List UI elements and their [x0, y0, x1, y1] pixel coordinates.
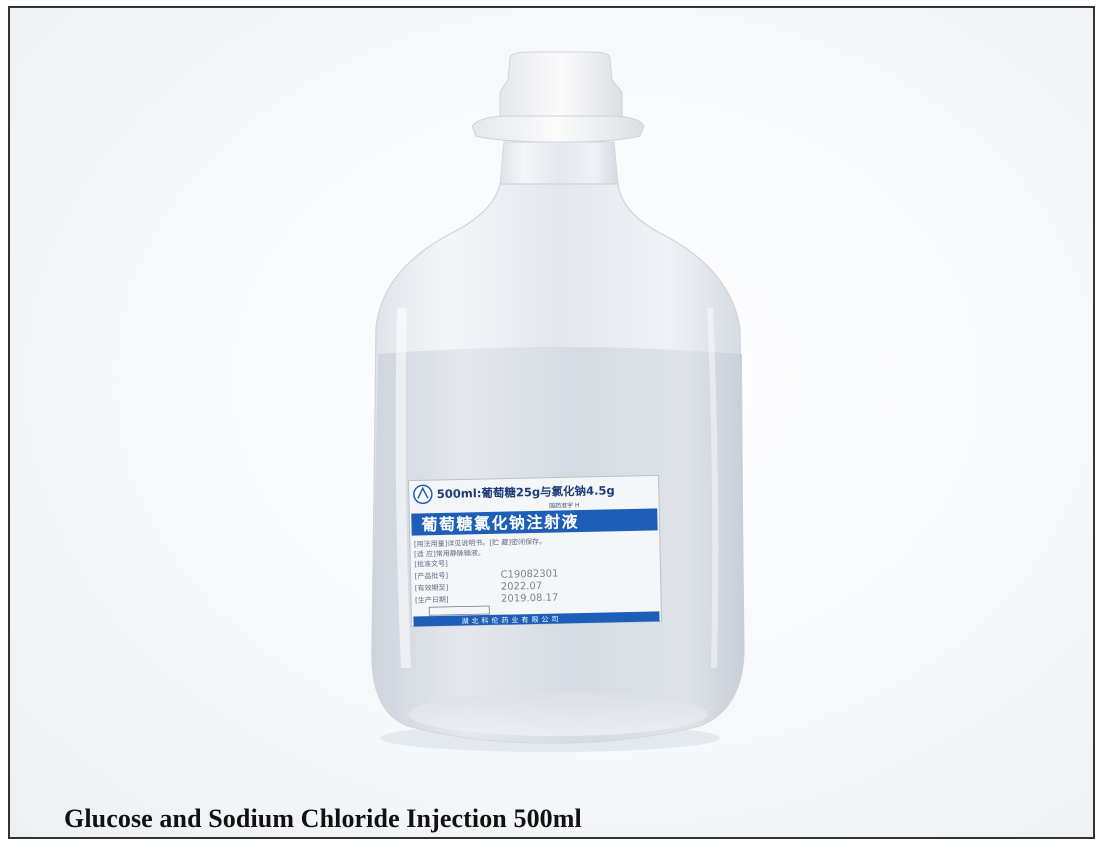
- label-product-name: 葡萄糖氯化钠注射液: [420, 512, 579, 534]
- label-date-label: [生产日期]: [415, 595, 449, 605]
- bottle-label: 500ml:葡萄糖25g与氯化钠4.5g 国药准字 H 葡萄糖氯化钠注射液 [用…: [408, 474, 663, 628]
- label-logo-mark: [417, 486, 429, 499]
- label-expiry-label: [有效期至]: [415, 583, 449, 593]
- label-date-value: 2019.08.17: [501, 593, 558, 605]
- label-body-line-3: [批准文号]: [414, 559, 448, 569]
- label-body-line-2: [适 应]常用静脉输液。: [414, 548, 485, 558]
- image-frame: 500ml:葡萄糖25g与氯化钠4.5g 国药准字 H 葡萄糖氯化钠注射液 [用…: [8, 6, 1095, 839]
- label-top-line: 500ml:葡萄糖25g与氯化钠4.5g: [437, 483, 615, 501]
- label-logo-icon: [413, 484, 433, 505]
- bottle-highlight-right: [707, 307, 719, 669]
- label-title-band: [411, 508, 658, 536]
- label-batch-value: C19082301: [500, 569, 558, 581]
- image-caption: Glucose and Sodium Chloride Injection 50…: [64, 804, 582, 833]
- label-bottom-text: 湖北科伦药业有限公司: [461, 614, 561, 625]
- label-stamp-box: [428, 605, 490, 616]
- label-expiry-value: 2022.07: [501, 581, 543, 593]
- bottle-highlight: [395, 307, 411, 669]
- label-body-line-1: [用法用量]详见说明书。[贮 藏]密闭保存。: [414, 537, 546, 549]
- label-bottom-strip: [413, 611, 660, 627]
- bottle-cap-flange: [471, 115, 645, 143]
- label-small-line: 国药准字 H: [549, 501, 580, 510]
- bottle-cap: [499, 51, 623, 119]
- bottle-bottom: [408, 692, 708, 736]
- bottle-neck: [499, 141, 619, 185]
- label-batch-label: [产品批号]: [414, 571, 448, 581]
- bottle-photo: 500ml:葡萄糖25g与氯化钠4.5g 国药准字 H 葡萄糖氯化钠注射液 [用…: [371, 51, 745, 752]
